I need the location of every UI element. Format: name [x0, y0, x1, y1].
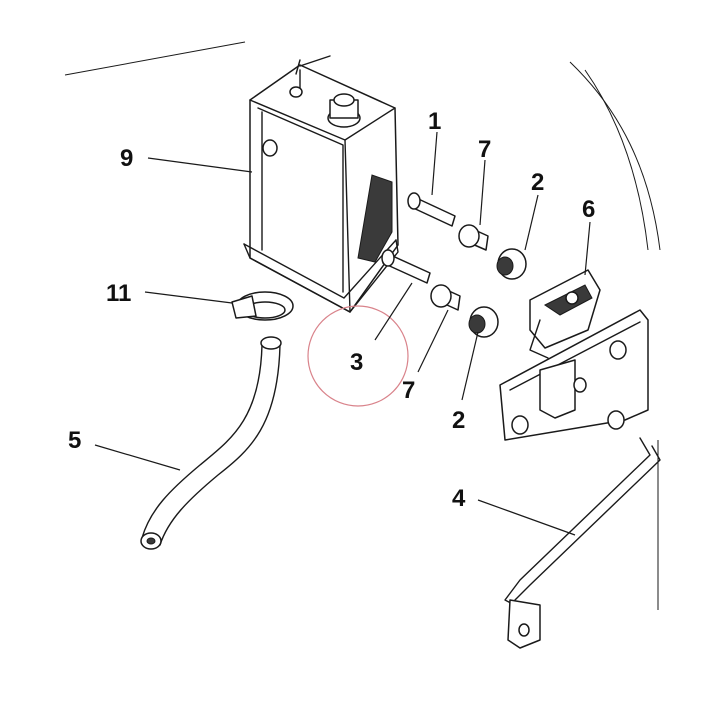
- collar-upper: [458, 224, 489, 251]
- leader-1: [431, 131, 438, 196]
- callout-5: 5: [68, 427, 81, 454]
- hose-clamp: [231, 291, 294, 321]
- callout-7-upper: 7: [478, 136, 491, 163]
- mounting-bracket-small: [529, 269, 601, 359]
- vehicle-body-outline: [64, 41, 661, 610]
- leader-4: [477, 499, 576, 536]
- bolt-upper: [407, 192, 456, 227]
- charcoal-canister: [243, 55, 399, 313]
- leader-11: [144, 291, 233, 304]
- leader-2b: [461, 331, 479, 401]
- leader-7b: [417, 309, 449, 373]
- leader-2a: [524, 194, 539, 251]
- callout-3: 3: [350, 349, 363, 376]
- support-bracket: [499, 309, 661, 649]
- callout-2-lower: 2: [452, 407, 465, 434]
- vent-hose: [140, 336, 282, 550]
- leader-5: [94, 444, 181, 471]
- leader-3: [374, 282, 413, 341]
- callout-9: 9: [120, 145, 133, 172]
- callout-1: 1: [428, 108, 441, 135]
- leader-9: [147, 157, 253, 173]
- collar-lower: [430, 284, 461, 311]
- leader-lines: [94, 131, 591, 536]
- callout-2-upper: 2: [531, 169, 544, 196]
- leader-7a: [479, 159, 486, 226]
- callout-7-lower: 7: [402, 377, 415, 404]
- grommet-lower: [468, 306, 499, 338]
- grommet-upper: [496, 248, 527, 280]
- callout-4: 4: [452, 485, 466, 512]
- callout-11: 11: [106, 280, 131, 307]
- leader-6: [584, 221, 591, 276]
- bolt-lower: [381, 249, 431, 284]
- callout-labels: 1 7 2 6 9 11 3 7 2 5 4: [68, 108, 595, 512]
- highlight-circle: [307, 305, 409, 407]
- callout-6: 6: [582, 196, 595, 223]
